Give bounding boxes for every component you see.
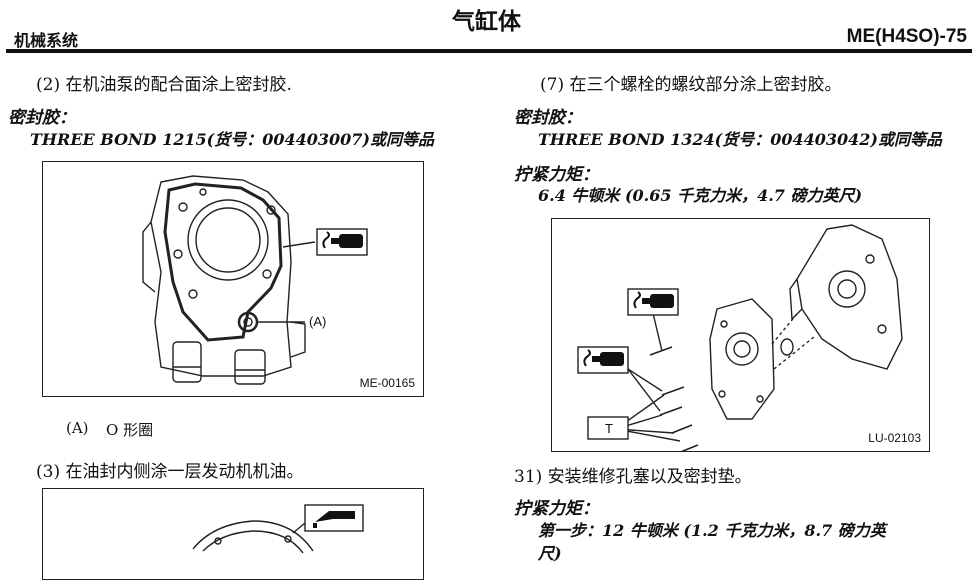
figure-oil-seal	[42, 488, 424, 580]
sealant-label-left: 密封胶：	[8, 108, 76, 128]
sealant-label-right: 密封胶：	[514, 108, 582, 128]
step-31: 31) 安装维修孔塞以及密封垫。	[514, 467, 752, 487]
callout-t: T	[605, 421, 613, 436]
sealant-icon	[316, 228, 368, 256]
figure-id-me-00165: ME-00165	[359, 376, 415, 390]
torque2-label: 拧紧力矩：	[514, 499, 599, 519]
sealant-icon-upper	[627, 288, 679, 316]
sealant-value-left: THREE BOND 1215(货号：004403007)或同等品	[30, 130, 434, 149]
sealant-value-right: THREE BOND 1324(货号：004403042)或同等品	[538, 130, 942, 149]
legend-a-text: O 形圈	[106, 421, 154, 439]
torque-label: 拧紧力矩：	[514, 165, 599, 185]
figure-oil-pump-sealant: (A) ME-00165	[42, 161, 424, 397]
step-7: (7) 在三个螺栓的螺纹部分涂上密封胶。	[540, 75, 842, 95]
section-name: 机械系统	[14, 31, 79, 50]
sealant-icon-lower	[577, 346, 629, 374]
torque2-line1: 第一步：12 牛顿米 (1.2 千克力米，8.7 磅力英	[538, 521, 886, 540]
page-title: 气缸体	[452, 8, 521, 35]
oil-pump-exploded-drawing	[577, 224, 903, 451]
engine-oil-icon	[304, 504, 364, 532]
figure-id-lu-02103: LU-02103	[868, 431, 921, 445]
torque2-line2: 尺)	[538, 544, 562, 563]
header-rule	[6, 49, 972, 53]
oil-pump-drawing	[142, 175, 368, 385]
step-3: (3) 在油封内侧涂一层发动机机油。	[36, 462, 304, 482]
page-code: ME(H4SO)-75	[846, 26, 967, 47]
oil-seal-drawing	[192, 504, 364, 554]
legend-a-key: (A)	[66, 419, 89, 437]
figure-oil-pump-bolts: T LU-02103	[551, 218, 930, 452]
torque-callout-box	[587, 416, 629, 440]
callout-a: (A)	[309, 314, 327, 329]
step-2: (2) 在机油泵的配合面涂上密封胶.	[36, 75, 292, 95]
torque-value: 6.4 牛顿米 (0.65 千克力米，4.7 磅力英尺)	[538, 186, 863, 205]
